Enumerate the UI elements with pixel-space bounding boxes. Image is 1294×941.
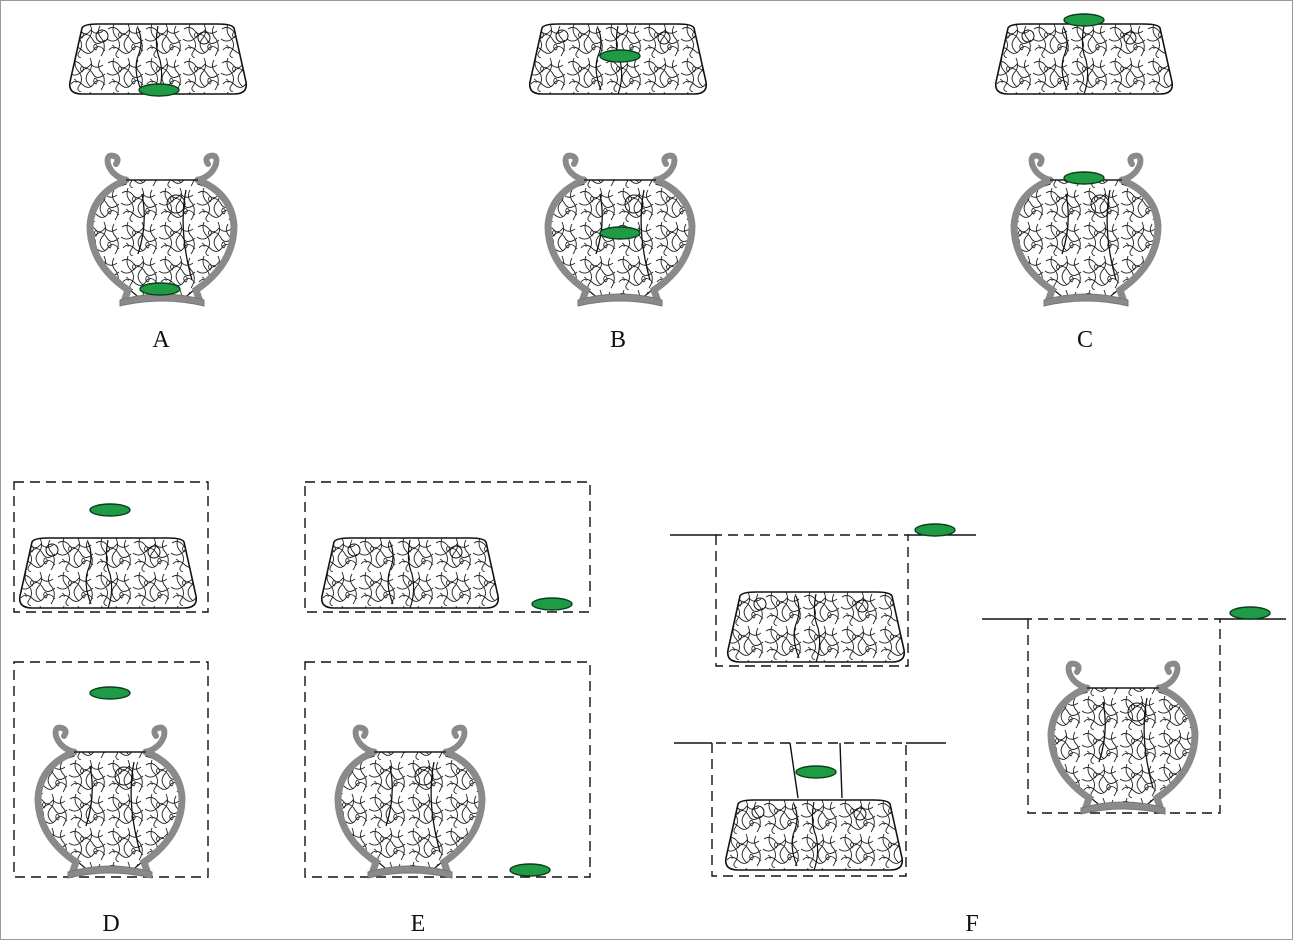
trabecular-slab [18, 537, 198, 609]
dashed-box [1027, 618, 1221, 814]
panel-c: C [994, 13, 1174, 353]
green-marker [139, 282, 181, 296]
green-marker [599, 226, 641, 240]
green-marker [1063, 171, 1105, 185]
green-marker [138, 83, 180, 97]
panel-b: B [528, 23, 708, 353]
green-marker [509, 863, 551, 877]
trabecular-slab [320, 537, 500, 609]
panel-label-b: B [610, 327, 626, 353]
panel-label-c: C [1077, 327, 1093, 353]
bone-specimen [38, 728, 182, 878]
bone-specimen [338, 728, 482, 878]
green-marker [914, 523, 956, 537]
dashed-box [13, 661, 209, 878]
guide-line [789, 742, 799, 799]
trabecular-slab [724, 799, 904, 871]
trabecular-slab [726, 591, 906, 663]
guide-line [839, 742, 843, 799]
panel-d: D [13, 481, 209, 937]
panel-label-d: D [102, 911, 119, 937]
green-marker [89, 686, 131, 700]
panel-label-a: A [152, 327, 170, 353]
panel-f: F [670, 523, 1286, 937]
dashed-box [711, 742, 907, 877]
green-marker [599, 49, 641, 63]
green-marker [1229, 606, 1271, 620]
dashed-box [715, 534, 909, 667]
green-marker [795, 765, 837, 779]
panel-label-e: E [411, 911, 426, 937]
trabecular-slab [994, 23, 1174, 95]
panel-label-f: F [965, 911, 978, 937]
green-marker [89, 503, 131, 517]
bone-specimen [1051, 664, 1195, 814]
green-marker [1063, 13, 1105, 27]
dashed-box [13, 481, 209, 613]
green-marker [531, 597, 573, 611]
panel-e: E [304, 481, 591, 937]
panel-a: A [68, 23, 248, 353]
